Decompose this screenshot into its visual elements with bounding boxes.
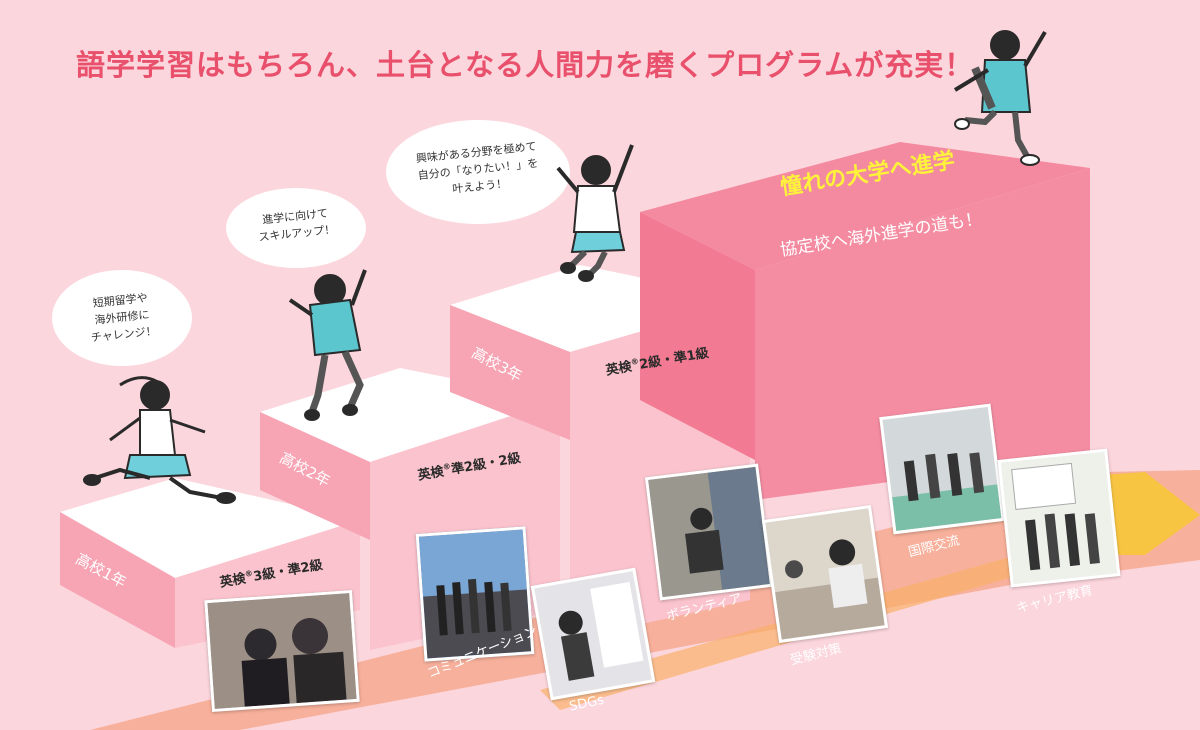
bubble-2 bbox=[226, 188, 366, 268]
step4-front-face bbox=[755, 168, 1090, 500]
step1-left-face bbox=[60, 512, 175, 648]
photo-sdgs bbox=[530, 567, 656, 701]
photo-students-1 bbox=[204, 589, 360, 713]
student-boy-jumping bbox=[288, 269, 367, 421]
step1-top bbox=[60, 478, 360, 578]
bubble-1-text: 短期留学や 海外研修に チャレンジ！ bbox=[72, 287, 173, 348]
bubble-1 bbox=[52, 270, 192, 366]
step3-left-face bbox=[450, 305, 570, 440]
headline: 語学学習はもちろん、土台となる人間力を磨くプログラムが充実！ bbox=[76, 48, 975, 82]
student-girl-cheering bbox=[556, 144, 634, 282]
photo-communication bbox=[415, 526, 535, 662]
step4-top bbox=[640, 142, 1090, 270]
bubble-3 bbox=[386, 120, 570, 224]
step4-left-face bbox=[640, 212, 755, 460]
student-girl-top bbox=[953, 30, 1047, 166]
photo-international bbox=[879, 403, 1005, 535]
photo-volunteer bbox=[644, 463, 774, 601]
student-girl-running bbox=[83, 376, 236, 504]
photo-career bbox=[997, 448, 1121, 588]
photo-exam-prep bbox=[761, 504, 889, 644]
step2-left-face bbox=[260, 412, 370, 540]
